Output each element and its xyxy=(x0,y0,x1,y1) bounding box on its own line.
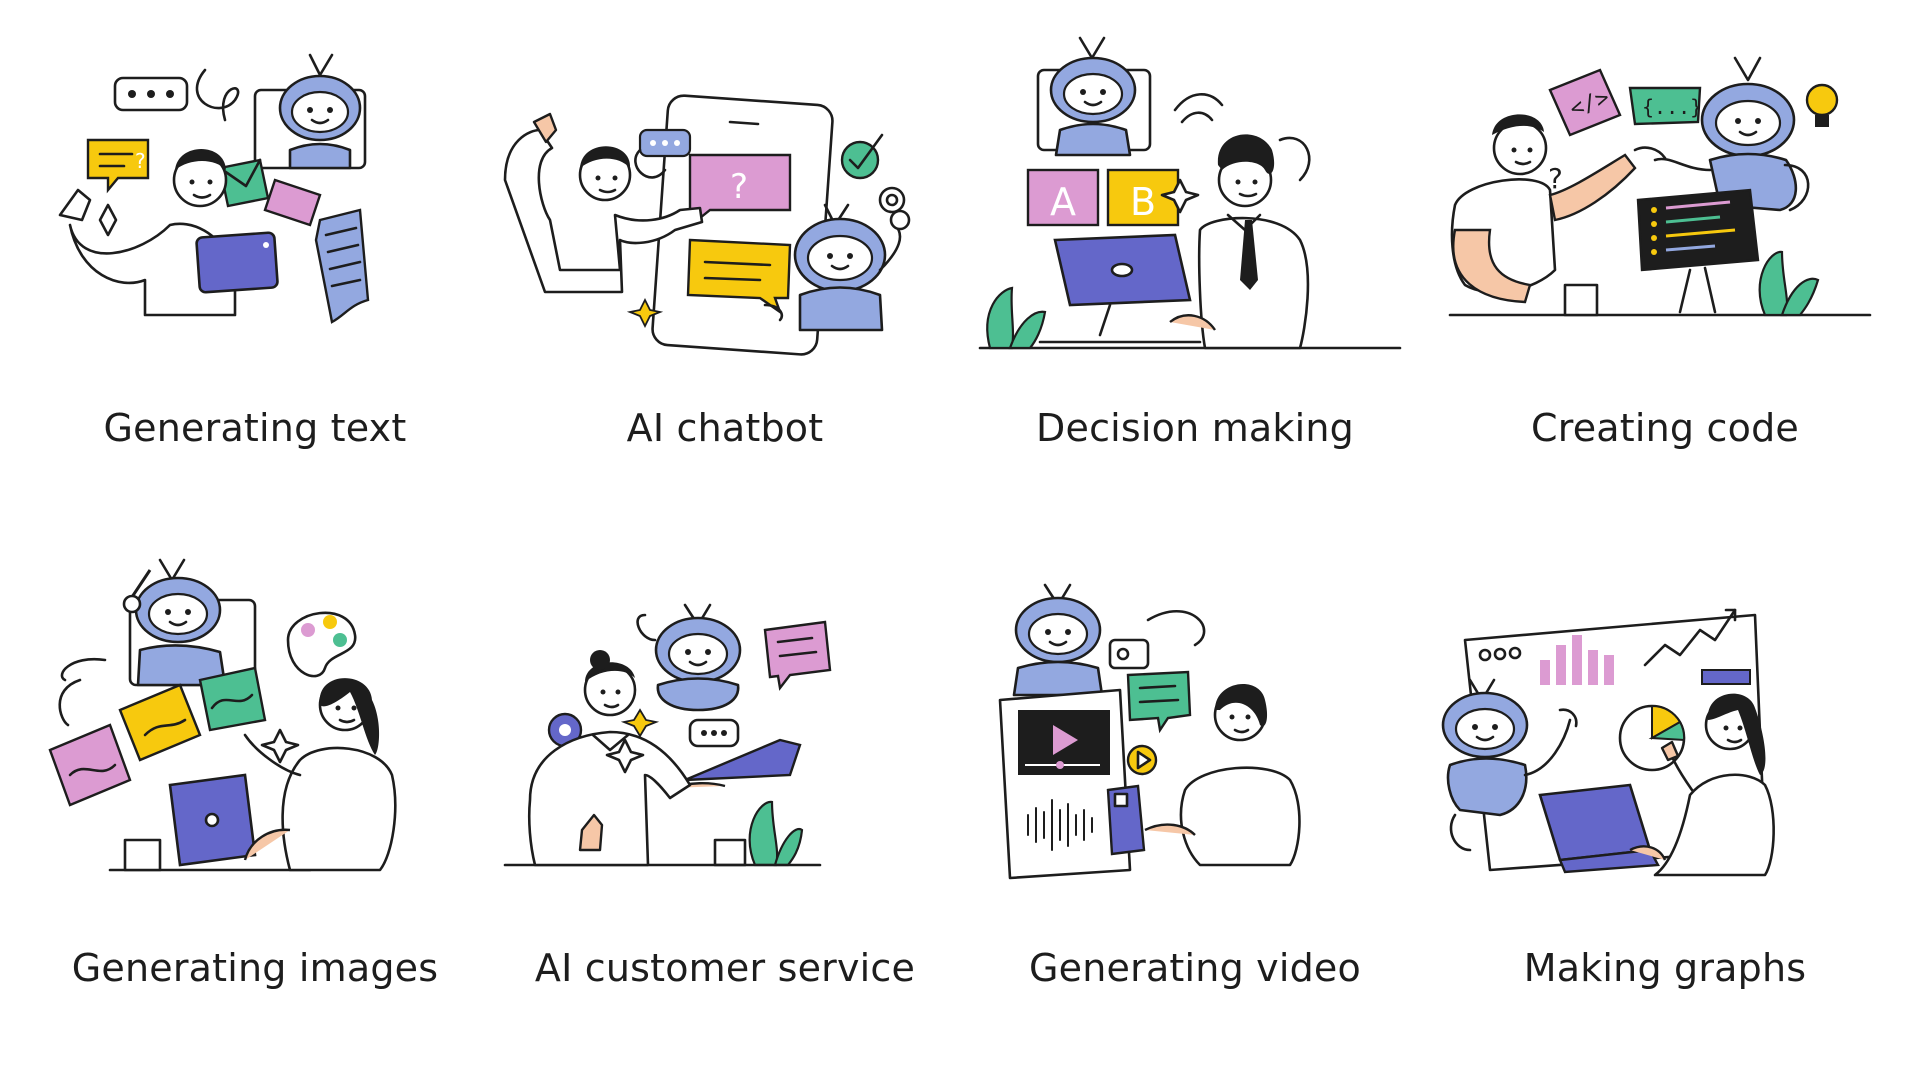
ai-customer-service-illustration xyxy=(503,603,832,867)
card-making-graphs: Making graphs xyxy=(1430,560,1900,1060)
card-ai-customer-service: AI customer service xyxy=(490,560,960,1060)
card-generating-video: Generating video xyxy=(960,560,1430,1060)
svg-text:?: ? xyxy=(135,149,146,173)
card-generating-text: ? Generating text xyxy=(20,30,490,530)
card-label: Creating code xyxy=(1531,406,1799,450)
card-label: Making graphs xyxy=(1523,946,1807,990)
card-generating-images: Generating images xyxy=(20,558,490,1060)
card-label: AI chatbot xyxy=(626,406,824,450)
making-graphs-illustration xyxy=(1441,608,1775,877)
generating-video-illustration xyxy=(998,583,1301,880)
card-label: Generating images xyxy=(71,946,439,990)
decision-making-illustration: A B xyxy=(978,36,1402,350)
card-label: Generating video xyxy=(1029,946,1361,990)
card-ai-chatbot: ? xyxy=(490,30,960,530)
generating-text-illustration: ? xyxy=(58,53,370,324)
choice-b: B xyxy=(1130,180,1156,224)
card-decision-making: A B Decision making xyxy=(960,30,1430,530)
card-creating-code: </> {...} xyxy=(1430,30,1900,530)
card-label: Decision making xyxy=(1036,406,1354,450)
card-label: AI customer service xyxy=(534,946,916,990)
code-braces: {...} xyxy=(1642,95,1702,119)
card-label: Generating text xyxy=(103,406,407,450)
creating-code-illustration: </> {...} xyxy=(1448,56,1872,317)
ai-chatbot-illustration: ? xyxy=(503,94,911,356)
question-mark: ? xyxy=(730,167,748,207)
svg-text:?: ? xyxy=(1548,162,1563,195)
choice-a: A xyxy=(1050,180,1076,224)
generating-images-illustration xyxy=(48,558,397,872)
